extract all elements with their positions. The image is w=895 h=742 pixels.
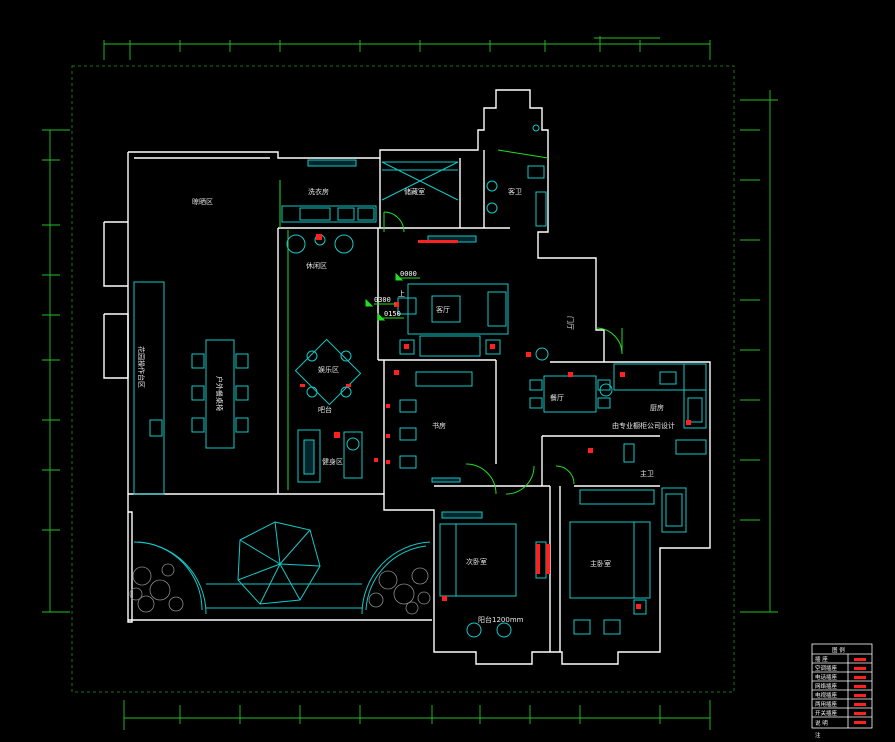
label-leisure-area: 晾晒区: [192, 197, 213, 206]
legend-row-7: 开关插座: [815, 709, 838, 717]
label-master-bath: 主卫: [640, 469, 654, 478]
marker-0150: 0150: [384, 310, 401, 318]
legend-row-6: 两用插座: [815, 700, 838, 708]
interior-walls: [277, 150, 660, 652]
door-swings: [279, 149, 623, 495]
dimension-lines-left: [42, 129, 70, 613]
marker-up: 上: [398, 289, 405, 298]
elevation-markers: 0000 0300 0150 上: [374, 270, 417, 318]
legend-row-5: 电视插座: [815, 691, 838, 699]
label-entertain: 娱乐区: [318, 365, 339, 374]
label-dining: 餐厅: [550, 393, 564, 402]
drawing-frame: [71, 65, 735, 693]
dimension-lines-right: [740, 90, 778, 613]
legend-title: 图 例: [832, 646, 845, 654]
legend-footer: 注: [815, 731, 821, 739]
label-master-bedroom: 主卧室: [590, 559, 611, 568]
marker-symbols: [365, 272, 420, 321]
label-kitchen: 厨房: [650, 403, 664, 412]
exterior-walls: [103, 89, 711, 665]
dimension-lines-top: [103, 36, 711, 60]
label-storage: 储藏室: [404, 187, 425, 196]
room-labels: 晾晒区 洗衣房 储藏室 客卫 休闲区 客厅 门厅 花园操作台区 户外餐桌椅 娱乐…: [137, 187, 675, 624]
label-garden-cook: 花园操作台区: [137, 346, 146, 388]
label-kitchen-note: 由专业橱柜公司设计: [612, 421, 675, 430]
legend-row-1: 插 座: [815, 655, 828, 663]
label-balcony-note: 阳台1200mm: [478, 615, 524, 624]
garden-plants: [129, 563, 431, 615]
socket-markers: [300, 234, 691, 609]
label-entrance: 门厅: [566, 316, 575, 330]
legend-row-8: 说 明: [815, 719, 828, 727]
label-second-bedroom: 次卧室: [466, 557, 487, 566]
marker-0000: 0000: [400, 270, 417, 278]
label-gym: 健身区: [322, 457, 343, 466]
legend-row-3: 电话插座: [815, 673, 838, 681]
legend-row-2: 空调插座: [815, 664, 838, 672]
marker-0300: 0300: [374, 296, 391, 304]
label-outdoor-table: 户外餐桌椅: [215, 376, 224, 411]
label-guest-bath: 客卫: [508, 187, 522, 196]
label-relax-area: 休闲区: [306, 261, 327, 270]
label-living: 客厅: [436, 305, 450, 314]
furniture: [133, 124, 707, 638]
legend-table: 图 例 插 座 空调插座 电话插座 网络插座 电视插座 两用插座 开关插座 说 …: [811, 643, 873, 739]
dimension-lines-bottom: [123, 700, 711, 730]
label-laundry: 洗衣房: [308, 187, 329, 196]
legend-row-4: 网络插座: [815, 682, 838, 690]
label-study: 书房: [432, 421, 446, 430]
label-bar: 吧台: [318, 405, 332, 414]
